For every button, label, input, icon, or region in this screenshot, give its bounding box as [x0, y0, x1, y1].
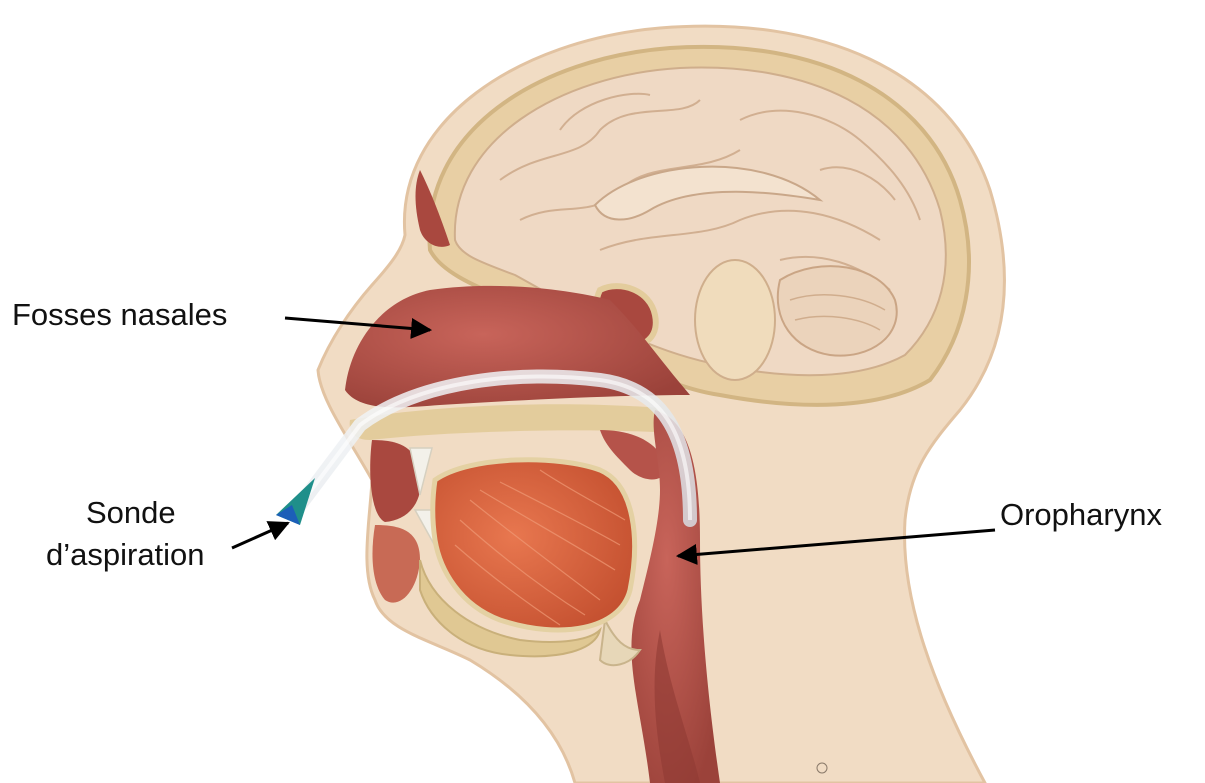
- label-aspiration: d’aspiration: [46, 537, 205, 572]
- brainstem: [695, 260, 775, 380]
- label-fosses-nasales: Fosses nasales: [12, 297, 227, 332]
- label-oropharynx: Oropharynx: [1000, 497, 1162, 532]
- label-sonde: Sonde: [86, 495, 176, 530]
- arrow-probe: [232, 523, 288, 548]
